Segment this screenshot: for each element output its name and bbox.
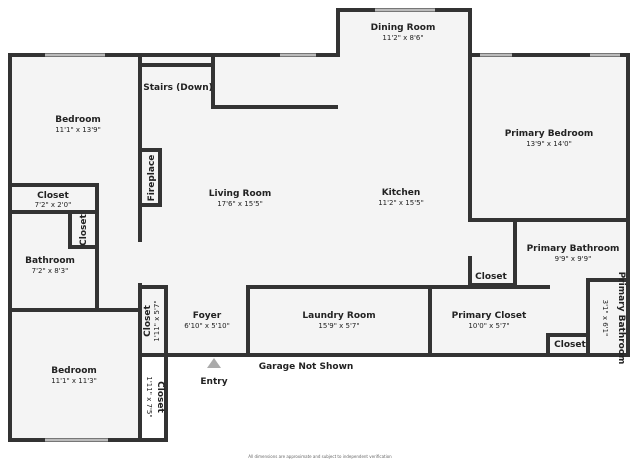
svg-text:Laundry Room: Laundry Room <box>302 311 375 321</box>
svg-text:3'1" x 6'1": 3'1" x 6'1" <box>601 300 609 337</box>
svg-text:Closet: Closet <box>475 272 507 282</box>
disclaimer: All dimensions are approximate and subje… <box>248 454 392 459</box>
svg-text:17'6" x 15'5": 17'6" x 15'5" <box>217 200 263 208</box>
svg-text:13'9" x 14'0": 13'9" x 14'0" <box>526 140 572 148</box>
svg-text:Bedroom: Bedroom <box>51 366 97 376</box>
svg-text:1'11" x 5'7": 1'11" x 5'7" <box>153 300 161 341</box>
svg-text:Primary Bathroom: Primary Bathroom <box>616 272 626 365</box>
garage-label: Garage Not Shown <box>259 362 354 372</box>
entry-label: Entry <box>200 377 227 387</box>
svg-text:Fireplace: Fireplace <box>147 155 157 202</box>
floor-fill <box>10 10 628 440</box>
svg-text:11'1" x 13'9": 11'1" x 13'9" <box>55 126 101 134</box>
svg-text:10'0" x 5'7": 10'0" x 5'7" <box>468 322 509 330</box>
svg-text:6'10" x 5'10": 6'10" x 5'10" <box>184 322 230 330</box>
svg-text:Bathroom: Bathroom <box>25 256 75 266</box>
svg-text:Primary Bedroom: Primary Bedroom <box>505 129 594 139</box>
svg-text:9'9" x 9'9": 9'9" x 9'9" <box>555 255 592 263</box>
svg-text:Dining Room: Dining Room <box>371 23 436 33</box>
svg-text:Closet: Closet <box>155 381 165 413</box>
walls <box>8 8 630 442</box>
svg-text:7'2" x 2'0": 7'2" x 2'0" <box>35 201 72 209</box>
svg-text:Bedroom: Bedroom <box>55 115 101 125</box>
svg-text:7'2" x 8'3": 7'2" x 8'3" <box>32 267 69 275</box>
svg-text:11'1" x 11'3": 11'1" x 11'3" <box>51 377 97 385</box>
svg-text:15'9" x 5'7": 15'9" x 5'7" <box>318 322 359 330</box>
svg-text:Primary Bathroom: Primary Bathroom <box>527 244 620 254</box>
windows <box>45 8 620 442</box>
svg-text:11'2" x 15'5": 11'2" x 15'5" <box>378 199 424 207</box>
svg-text:Stairs (Down): Stairs (Down) <box>143 83 212 93</box>
svg-text:Closet: Closet <box>79 213 89 245</box>
svg-text:Primary Closet: Primary Closet <box>452 311 527 321</box>
svg-text:Closet: Closet <box>143 304 153 336</box>
svg-text:Living Room: Living Room <box>209 189 271 199</box>
svg-text:Foyer: Foyer <box>193 311 222 321</box>
svg-text:Kitchen: Kitchen <box>382 188 421 198</box>
svg-text:Closet: Closet <box>37 191 69 201</box>
svg-text:11'2" x 8'6": 11'2" x 8'6" <box>382 34 423 42</box>
svg-text:1'11" x 7'5": 1'11" x 7'5" <box>145 376 153 417</box>
entry-arrow-icon <box>207 358 221 368</box>
svg-text:Closet: Closet <box>554 340 586 350</box>
